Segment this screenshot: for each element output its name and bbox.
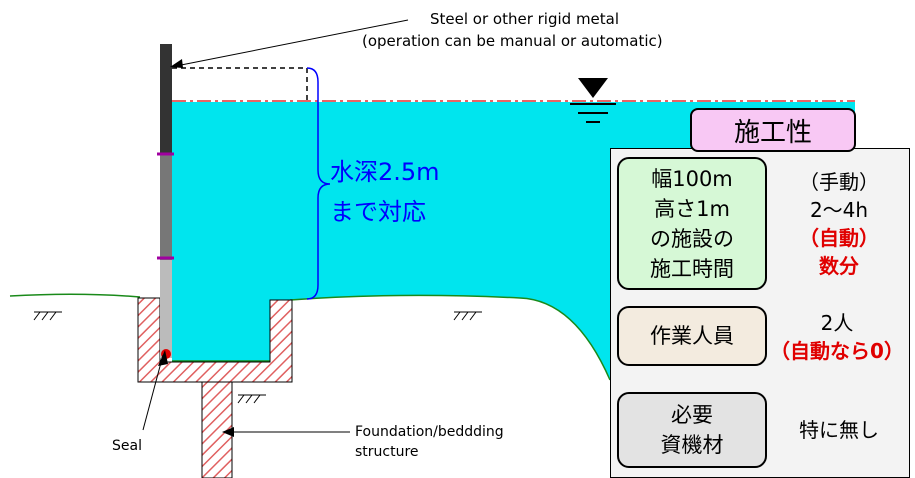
steel-label-line1: Steel or other rigid metal xyxy=(430,10,620,28)
water-body xyxy=(172,102,855,380)
foundation-arrow-head xyxy=(222,427,234,437)
value-line-emphasis: （自動なら0） xyxy=(770,339,904,363)
value-line: 2〜4h xyxy=(809,198,869,222)
leader-lines xyxy=(142,19,409,433)
row-label-line: 作業人員 xyxy=(650,324,734,348)
value-line: 特に無し xyxy=(799,418,879,442)
row-value-materials: 特に無し xyxy=(770,392,908,468)
steel-barrier-wall xyxy=(157,44,174,358)
water-depth-line2: まで対応 xyxy=(330,198,426,226)
value-line: 2人 xyxy=(820,311,854,335)
foundation-label-line2: structure xyxy=(355,444,419,460)
value-line-emphasis: （自動） xyxy=(799,226,879,250)
row-label-workers: 作業人員 xyxy=(617,306,767,366)
steel-label-line2: (operation can be manual or automatic) xyxy=(362,32,663,50)
row-label-construction-time: 幅100m 高さ1m の施設の 施工時間 xyxy=(617,157,767,290)
water-level-symbol xyxy=(570,78,616,123)
foundation-label-line1: Foundation/beddding xyxy=(355,424,504,440)
water-depth-line1: 水深2.5m xyxy=(330,158,440,186)
row-label-line: 幅100m xyxy=(651,166,733,191)
panel-title: 施工性 xyxy=(690,108,856,152)
row-label-line: 資機材 xyxy=(660,433,724,457)
row-label-line: の施設の xyxy=(650,226,734,251)
seal-label: Seal xyxy=(112,438,142,454)
ground-line-right xyxy=(289,294,611,381)
value-line-emphasis: 数分 xyxy=(819,254,859,278)
row-label-line: 必要 xyxy=(671,403,713,427)
steel-arrow-head xyxy=(170,59,183,68)
row-value-construction-time: （手動） 2〜4h （自動） 数分 xyxy=(770,158,908,290)
depth-brace xyxy=(306,67,331,300)
ground-line-left xyxy=(9,293,141,298)
row-value-workers: 2人 （自動なら0） xyxy=(762,306,912,368)
row-label-line: 高さ1m xyxy=(654,196,730,221)
value-line: （手動） xyxy=(799,170,879,194)
row-label-line: 施工時間 xyxy=(650,256,734,281)
ground-marks xyxy=(33,311,482,404)
row-label-materials: 必要 資機材 xyxy=(617,392,767,468)
seal-arrow-head xyxy=(158,350,168,366)
